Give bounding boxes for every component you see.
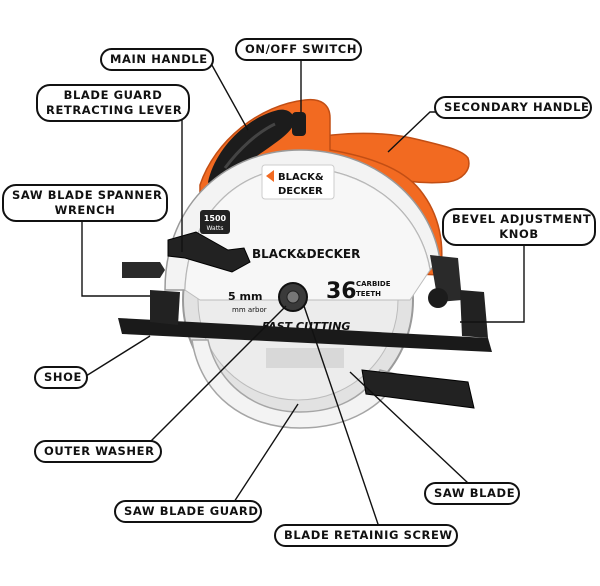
leader-blade-retaining-screw: [303, 305, 381, 531]
label-secondary-handle: SECONDARY HANDLE: [434, 96, 592, 119]
blade-guard-retracting-lever: [167, 231, 251, 273]
label-on-off-switch-text: ON/OFF SWITCH: [245, 42, 358, 56]
saw-blade-spanner-wrench-part: [122, 262, 165, 278]
label-blade-guard-lever-line1: BLADE GUARD: [63, 88, 163, 102]
brand-small-text-2: DECKER: [278, 186, 323, 197]
label-saw-blade: SAW BLADE: [424, 482, 520, 505]
brand-badge-bg: [261, 164, 335, 200]
leader-outer-washer: [149, 305, 287, 443]
on-off-switch-part: [292, 112, 306, 136]
label-bevel-knob-line1: BEVEL ADJUSTMENT: [452, 212, 592, 226]
watts-unit: Watts: [206, 225, 223, 232]
warning-text-block: [266, 348, 344, 368]
label-blade-retaining-screw: BLADE RETAINIG SCREW: [274, 524, 458, 547]
label-blade-guard-retracting-lever: BLADE GUARD RETRACTING LEVER: [36, 84, 190, 122]
leader-saw-blade-guard: [233, 403, 299, 503]
watts-badge: [200, 210, 230, 234]
leader-spanner-wrench: [81, 216, 150, 297]
leader-saw-blade: [349, 371, 469, 484]
label-secondary-handle-text: SECONDARY HANDLE: [444, 100, 590, 114]
label-outer-washer-text: OUTER WASHER: [44, 444, 155, 458]
leader-main-handle: [207, 57, 249, 131]
shoe-front-bracket: [150, 290, 180, 325]
blade-retaining-screw: [286, 290, 300, 304]
label-saw-blade-spanner-wrench: SAW BLADE SPANNER WRENCH: [2, 184, 168, 222]
label-on-off-switch: ON/OFF SWITCH: [235, 38, 362, 61]
arbor-size: 5 mm: [228, 290, 262, 303]
teeth-label-1: CARBIDE: [356, 280, 391, 288]
label-main-handle: MAIN HANDLE: [100, 48, 214, 71]
bevel-knob-circle: [428, 288, 448, 308]
label-outer-washer: OUTER WASHER: [34, 440, 162, 463]
label-spanner-wrench-line2: WRENCH: [54, 203, 116, 217]
label-saw-blade-text: SAW BLADE: [434, 486, 516, 500]
label-shoe: SHOE: [34, 366, 88, 389]
shoe: [118, 318, 492, 352]
leader-lines: [81, 56, 525, 531]
leader-bevel-knob: [460, 242, 525, 323]
brand-small-text: BLACK&: [278, 172, 324, 183]
shoe-rear-bracket: [460, 290, 488, 338]
teeth-count: 36: [326, 279, 357, 304]
label-saw-blade-guard-text: SAW BLADE GUARD: [124, 504, 259, 518]
brand-blade-text: BLACK&DECKER: [252, 247, 360, 261]
leader-shoe: [85, 335, 151, 377]
label-blade-guard-lever-line2: RETRACTING LEVER: [46, 103, 183, 117]
main-handle-grip-highlight: [223, 122, 276, 169]
teeth-label-2: TEETH: [356, 290, 381, 298]
label-blade-retaining-screw-text: BLADE RETAINIG SCREW: [284, 528, 453, 542]
label-bevel-adjustment-knob: BEVEL ADJUSTMENT KNOB: [442, 208, 596, 246]
label-spanner-wrench-line1: SAW BLADE SPANNER: [12, 188, 163, 202]
watts-value: 1500: [204, 214, 227, 223]
arbor-label: mm arbor: [232, 306, 267, 314]
brand-logo-icon: [266, 170, 274, 182]
label-shoe-text: SHOE: [44, 370, 82, 384]
label-bevel-knob-line2: KNOB: [499, 227, 539, 241]
label-saw-blade-guard: SAW BLADE GUARD: [114, 500, 262, 523]
label-main-handle-text: MAIN HANDLE: [110, 52, 208, 66]
